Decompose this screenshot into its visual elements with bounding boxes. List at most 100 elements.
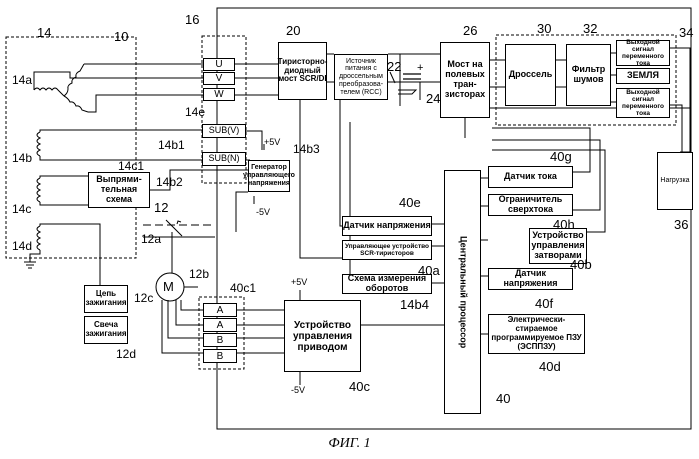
control-voltage-generator-block: Генератор управляющего напряжения [248,160,290,192]
ground-label: ЗЕМЛЯ [627,71,659,81]
throttle-ref-label: 12 [154,201,168,214]
output-voltage-sensor-label: Датчик напряжения [489,269,572,289]
throttle-valve-ref-label: 12a [141,233,161,245]
motor-terminal-ref-label: 40c1 [230,282,256,294]
speed-circuit-ref-label: 14b4 [400,298,429,311]
motor-symbol-label: M [163,280,174,293]
speed-circuit-block: Схема измерения оборотов [342,274,432,294]
drive-controller-label: Устройство управления приводом [285,320,360,353]
load-label: Нагрузка [660,177,689,185]
terminal-w: W [203,88,235,101]
choke-ref-label: 30 [537,22,551,35]
ac-output-1-label: Выходной сигнал переменного тока [617,39,669,68]
spark-plug-label: Свеча зажигания [85,321,127,339]
eeprom-block: Электрически-стираемое программируемое П… [488,314,585,354]
capacitor-ref-label: 24 [426,92,440,105]
eeprom-label: Электрически-стираемое программируемое П… [489,316,584,351]
cvg-ref-label: 14b3 [293,143,320,155]
drive-minus-label: -5V [291,386,305,395]
coil-14d-ref-label: 14d [12,240,32,252]
figure-caption: ФИГ. 1 [0,436,699,452]
terminal-block-ref-label: 16 [185,13,199,26]
scr-bridge-block: Тиристорно-диодный мост SCR/DI [278,42,327,100]
cpu-block: Центральный процессор [444,170,481,414]
fet-bridge-ref-label: 26 [463,24,477,37]
rcc-block: Источник питания с дроссельным преобразо… [334,54,388,100]
terminal-sub-n: SUB(N) [202,152,246,166]
ground-block: ЗЕМЛЯ [616,68,670,84]
load-ref-label: 36 [674,218,688,231]
scr-controller-block: Управляющее устройство SCR-тиристоров [342,240,432,260]
current-sensor-block: Датчик тока [488,166,573,188]
terminal-u-label: U [215,59,222,70]
motor-terminal-b2: B [203,349,237,363]
gate-controller-ref-label: 40b [570,258,592,271]
motor-terminal-a1-label: A [217,305,224,316]
drive-controller-ref-label: 40c [349,380,370,393]
load-block: Нагрузка [657,152,693,210]
terminal-sub-v: SUB(V) [202,124,246,138]
terminal-v: V [203,72,235,85]
ac-output-2-label: Выходной сигнал переменного тока [617,89,669,118]
terminal-w-label: W [214,89,223,100]
eeprom-ref-label: 40d [539,360,561,373]
choke-label: Дроссель [509,70,553,80]
cvg-minus-label: -5V [256,208,270,217]
overcurrent-limiter-label: Ограничитель сверхтока [489,195,572,215]
current-sensor-label: Датчик тока [504,172,557,182]
rectifier-label: Выпрями-тельная схема [89,175,149,205]
output-voltage-sensor-block: Датчик напряжения [488,268,573,290]
ref-14b2-label: 14b2 [156,176,183,188]
output-group-ref-label: 34 [679,26,693,39]
rectifier-block: Выпрями-тельная схема [88,172,150,208]
fet-bridge-label: Мост на полевых тран-зисторах [441,60,489,100]
terminal-sub-n-label: SUB(N) [209,154,240,164]
scr-bridge-label: Тиристорно-диодный мост SCR/DI [278,58,328,84]
coil-14c-symbol [37,176,90,205]
ac-output-1-block: Выходной сигнал переменного тока [616,40,670,66]
voltage-sensor-block: Датчик напряжения [342,216,432,236]
coil-14c-ref-label: 14c [12,203,31,215]
coil-14d-symbol [24,224,100,276]
scr-controller-label: Управляющее устройство SCR-тиристоров [343,243,431,257]
generator-dashed-outline [6,37,136,258]
terminal-v-label: V [216,73,223,84]
ignition-circuit-label: Цепь зажигания [85,290,127,308]
rcc-ref-label: 22 [387,60,401,73]
coil-14a-ref-label: 14a [12,74,32,86]
choke-block: Дроссель [505,44,556,106]
spark-plug-ref-label: 12d [116,348,136,360]
terminal-sub-v-label: SUB(V) [209,126,240,136]
speed-circuit-label: Схема измерения оборотов [343,274,431,294]
current-sensor-ref-label: 40g [550,150,572,163]
coil-14b-ref-label: 14b [12,152,32,164]
generator-ref-label: 14 [37,26,51,39]
noise-filter-label: Фильтр шумов [567,65,610,85]
motor-terminal-a2-label: A [217,320,224,331]
voltage-sensor-ref-label: 40e [399,196,421,209]
terminal-u: U [203,58,235,71]
motor-terminal-b1: B [203,333,237,347]
terminal-14e-ref-label: 14e [185,106,205,118]
noise-filter-block: Фильтр шумов [566,44,611,106]
drive-plus-label: +5V [291,278,307,287]
drive-controller-block: Устройство управления приводом [284,300,361,372]
rcc-label: Источник питания с дроссельным преобразо… [335,58,387,96]
ref-14b1-label: 14b1 [158,139,185,151]
output-voltage-sensor-ref-label: 40f [535,297,553,310]
ac-output-2-block: Выходной сигнал переменного тока [616,88,670,118]
ignition-circuit-block: Цепь зажигания [84,285,128,313]
voltage-sensor-label: Датчик напряжения [343,221,431,231]
motor-terminal-a1: A [203,303,237,317]
three-phase-coil-symbol [34,64,204,112]
cvg-plus-label: +5V [264,138,280,147]
ignition-ref-label: 12c [134,292,153,304]
motor-terminal-a2: A [203,318,237,332]
fet-bridge-block: Мост на полевых тран-зисторах [440,42,490,118]
overcurrent-limiter-block: Ограничитель сверхтока [488,194,573,216]
motor-ref-label: 12b [189,268,209,280]
cpu-ref-label: 40 [496,392,510,405]
capacitor-plus-label: + [417,63,423,74]
rectifier-ref-label: 14c1 [118,160,144,172]
